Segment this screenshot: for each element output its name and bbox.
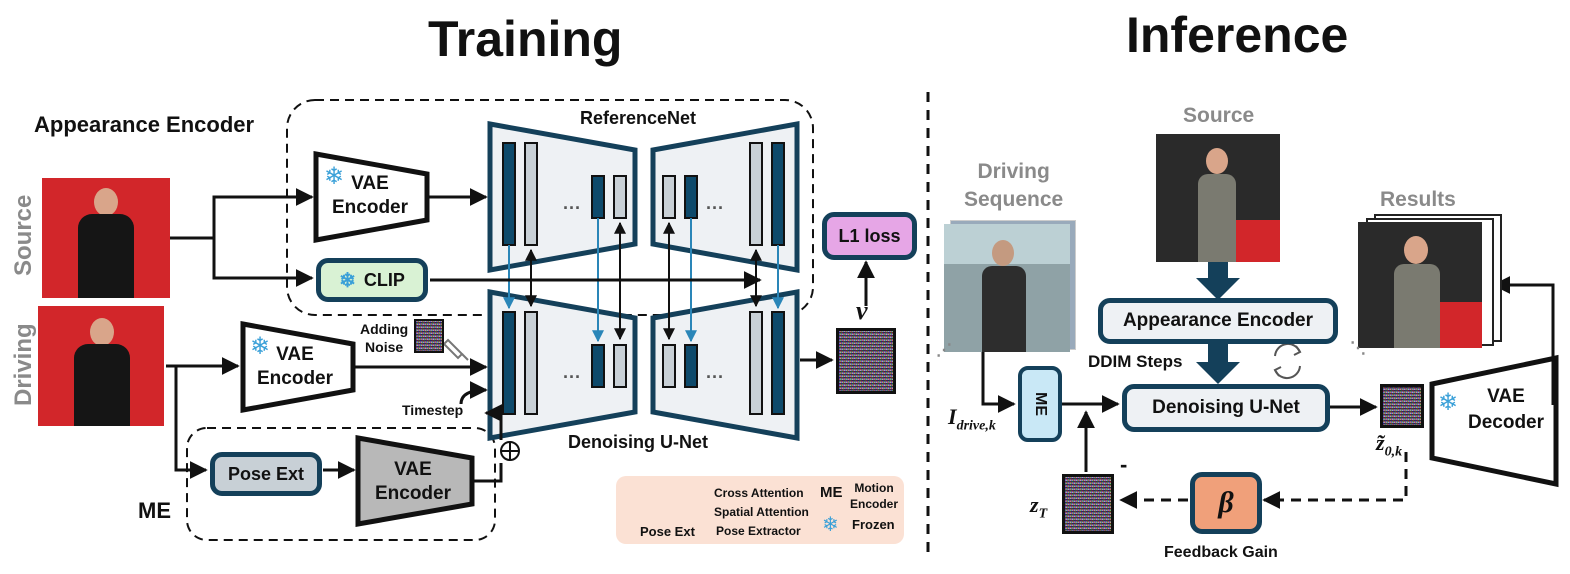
- legend-pose-ext: Pose Ext: [640, 524, 695, 539]
- beta-label: β: [1218, 486, 1234, 519]
- unet-dots-left: ···: [563, 367, 581, 387]
- driving-sequence-photo: [944, 224, 1070, 352]
- driving-photo: [38, 306, 164, 426]
- legend-frozen: Frozen: [852, 517, 895, 532]
- noise-output-training: [836, 328, 896, 394]
- inference-me-label: ME: [1032, 392, 1049, 416]
- inference-title: Inference: [1126, 7, 1349, 63]
- driving-side-label: Driving: [10, 323, 37, 406]
- results-ellipsis: ⋱: [1350, 340, 1366, 357]
- driving-sequence-ellipsis: ⋰: [936, 342, 952, 359]
- inference-appearance-encoder-box: Appearance Encoder: [1098, 298, 1338, 344]
- inference-denoising-unet-box: Denoising U-Net: [1122, 384, 1330, 432]
- z0k-label: z̃0,k: [1376, 430, 1403, 460]
- i-drive-label: Idrive,k: [948, 404, 996, 434]
- inference-source-label: Source: [1183, 104, 1255, 127]
- frozen-icon-decoder: ❄: [1438, 389, 1459, 416]
- results-label: Results: [1380, 188, 1456, 211]
- results-photo: [1358, 222, 1482, 348]
- training-connectors: [166, 188, 875, 483]
- beta-box: β: [1190, 472, 1262, 534]
- legend-me: ME: [820, 484, 843, 501]
- clip-box: ❄ CLIP: [316, 258, 428, 302]
- v-label: v: [856, 296, 868, 325]
- inference-connectors: [981, 276, 1555, 472]
- inference-latent-output: [1380, 384, 1424, 428]
- feedback-dashed: [1119, 452, 1408, 509]
- cycle-icon: [1273, 342, 1302, 380]
- frozen-icon-clip: ❄: [339, 269, 356, 292]
- vae-encoder-1-shape: [313, 151, 430, 243]
- unet-dots-right: ···: [706, 367, 724, 387]
- vae-encoder-2-shape: [240, 321, 356, 413]
- driving-sequence-label: Driving Sequence: [964, 160, 1064, 211]
- training-title: Training: [428, 11, 623, 67]
- legend-cross-attention: Cross Attention: [714, 486, 804, 500]
- refnet-dots-left: ···: [563, 198, 581, 218]
- appearance-encoder-label: Appearance Encoder: [34, 112, 255, 137]
- frozen-icon-vae-1: ❄: [324, 163, 345, 190]
- inference-denoising-unet-label: Denoising U-Net: [1152, 397, 1300, 418]
- referencenet-label: ReferenceNet: [580, 108, 697, 128]
- zt-label: zT: [1030, 492, 1048, 522]
- feedback-gain-label: Feedback Gain: [1164, 544, 1278, 561]
- vae-decoder-shape: [1429, 354, 1559, 488]
- legend-pose-extractor: Pose Extractor: [716, 524, 801, 538]
- unet-bars: [502, 311, 785, 415]
- frozen-icon-vae-2: ❄: [250, 333, 271, 360]
- me-label: ME: [138, 498, 171, 523]
- ddim-steps-label: DDIM Steps: [1088, 352, 1183, 371]
- pose-ext-box: Pose Ext: [210, 452, 322, 496]
- legend-box: [616, 476, 904, 544]
- inference-thick-arrows: [1196, 262, 1240, 384]
- vae-encoder-3-shape: [355, 435, 475, 527]
- minus-sign: -: [1120, 452, 1128, 477]
- motion-encoder-dashed-box: [186, 427, 496, 541]
- syringe-icon: [442, 338, 469, 361]
- legend-motion-encoder: Motion Encoder: [850, 481, 899, 511]
- vae-encoder-2-label: VAE Encoder: [257, 344, 334, 389]
- pose-ext-label: Pose Ext: [227, 463, 305, 484]
- vae-encoder-1-label: VAE Encoder: [332, 173, 409, 218]
- refnet-dots-right: ···: [706, 198, 724, 218]
- legend-frozen-icon: ❄: [822, 514, 839, 536]
- denoising-unet-label: Denoising U-Net: [568, 432, 709, 452]
- source-photo: [42, 178, 170, 298]
- l1-loss-label: L1 loss: [838, 225, 901, 246]
- inference-me-box: ME: [1018, 366, 1062, 442]
- source-side-label: Source: [10, 194, 37, 276]
- l1-loss-box: L1 loss: [822, 212, 917, 260]
- inference-source-photo: [1156, 134, 1280, 262]
- vae-encoder-3-label: VAE Encoder: [374, 459, 452, 504]
- legend-spatial-attention: Spatial Attention: [714, 505, 809, 519]
- zt-latent: [1062, 474, 1114, 534]
- timestep-label: Timestep: [402, 402, 464, 418]
- clip-label: CLIP: [363, 269, 405, 290]
- noise-thumbnail-small: [414, 319, 444, 353]
- adding-noise-label: Adding Noise: [360, 321, 409, 355]
- vae-decoder-label: VAE Decoder: [1467, 386, 1545, 433]
- inference-appearance-encoder-label: Appearance Encoder: [1122, 310, 1314, 331]
